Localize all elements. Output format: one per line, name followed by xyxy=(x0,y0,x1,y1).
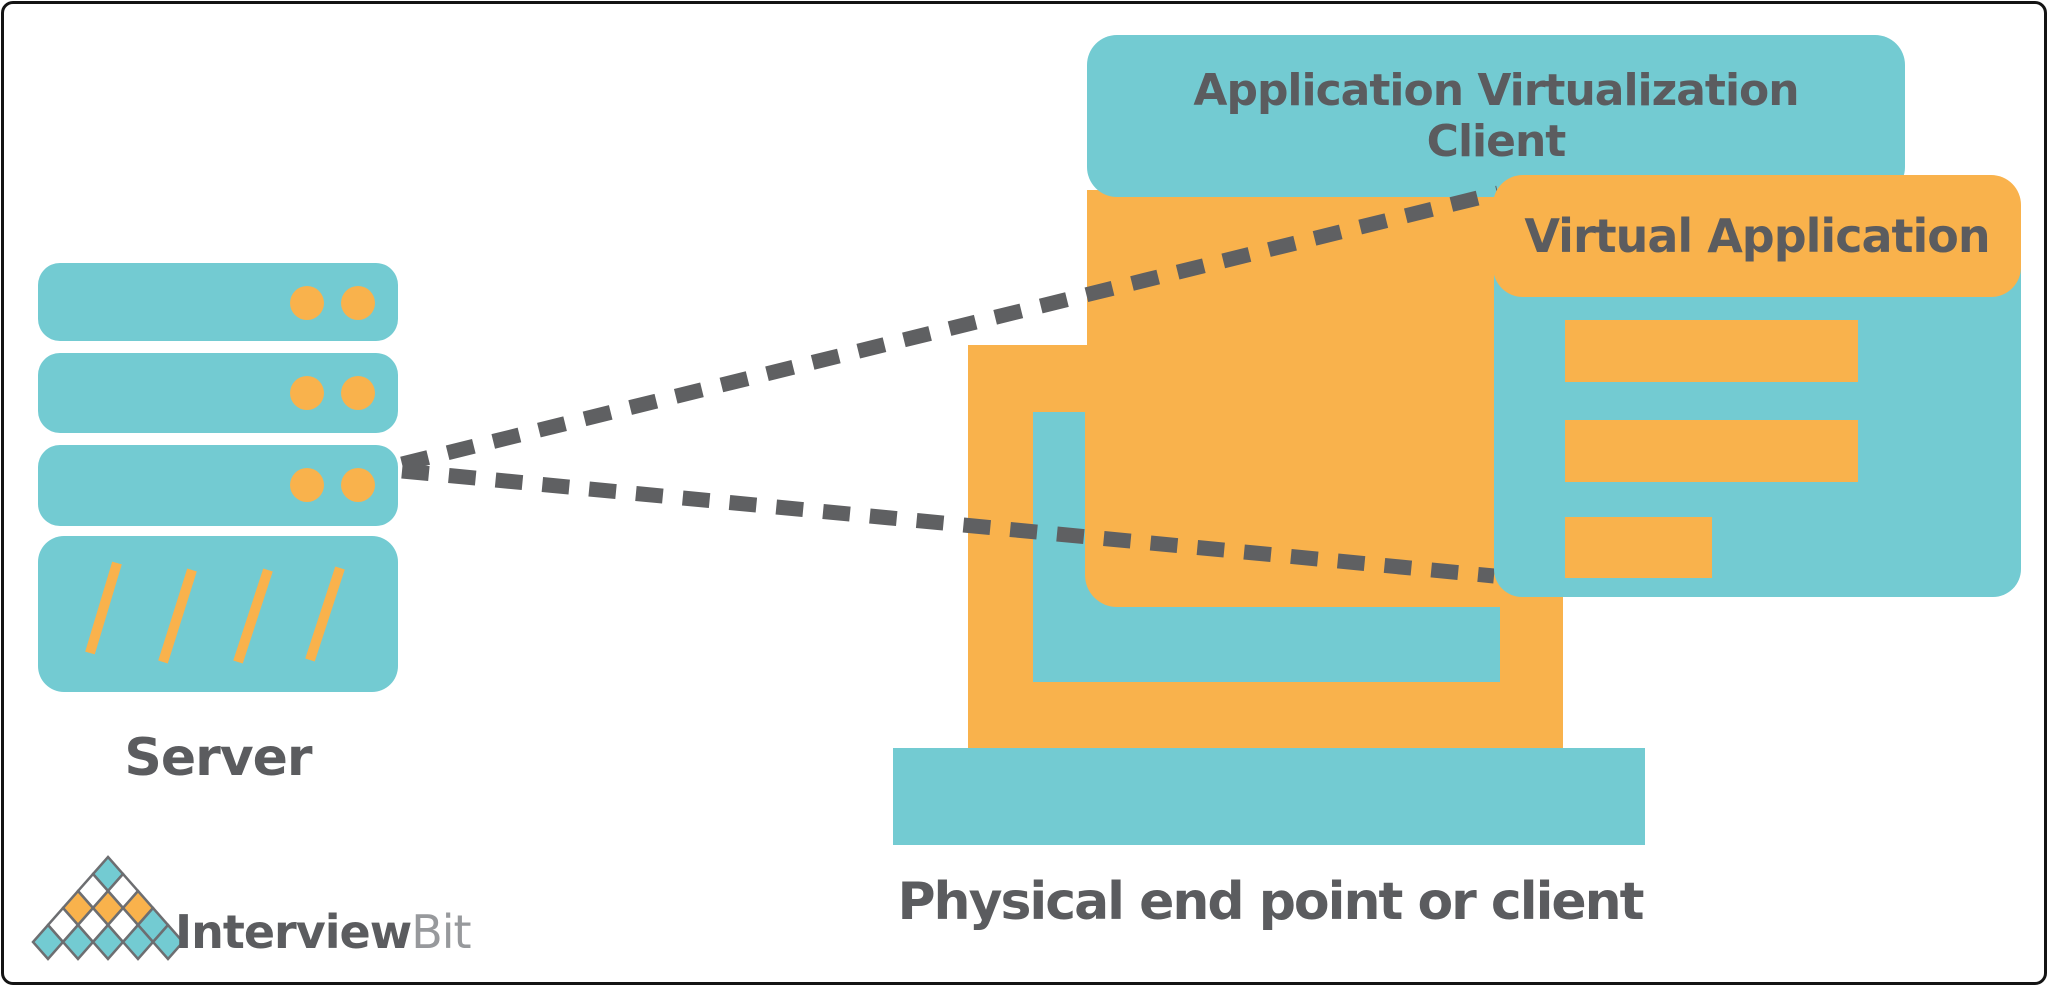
monitor-stand xyxy=(893,748,1645,845)
application-virtualization-client-box: Application Virtualization Client xyxy=(1087,35,1905,197)
virtual-application-label: Virtual Application xyxy=(1493,175,2021,297)
app-content-bar xyxy=(1565,517,1712,578)
monitor-upper-body xyxy=(1087,190,1563,350)
client-box-label-line2: Client xyxy=(1426,116,1567,167)
virtual-application-text: Virtual Application xyxy=(1524,209,1990,263)
led-icon xyxy=(341,376,375,410)
interviewbit-pyramid-icon xyxy=(31,855,185,961)
app-content-bar xyxy=(1565,420,1858,482)
server-unit-vents xyxy=(38,536,398,692)
server-label: Server xyxy=(124,728,312,788)
led-icon xyxy=(290,286,324,320)
endpoint-caption: Physical end point or client xyxy=(897,872,1644,932)
led-icon xyxy=(290,376,324,410)
monitor-screen-content xyxy=(1085,412,1500,607)
logo-text-interview: Interview xyxy=(175,905,412,959)
led-icon xyxy=(341,286,375,320)
server-unit-1 xyxy=(38,263,398,341)
app-content-bar xyxy=(1565,320,1858,382)
interviewbit-logo: InterviewBit xyxy=(30,850,510,970)
led-icon xyxy=(290,468,324,502)
led-icon xyxy=(341,468,375,502)
interviewbit-wordmark: InterviewBit xyxy=(175,905,472,959)
server-unit-3 xyxy=(38,445,398,526)
logo-text-bit: Bit xyxy=(411,905,471,959)
client-box-label-line1: Application Virtualization xyxy=(1193,65,1799,116)
server-unit-2 xyxy=(38,353,398,433)
